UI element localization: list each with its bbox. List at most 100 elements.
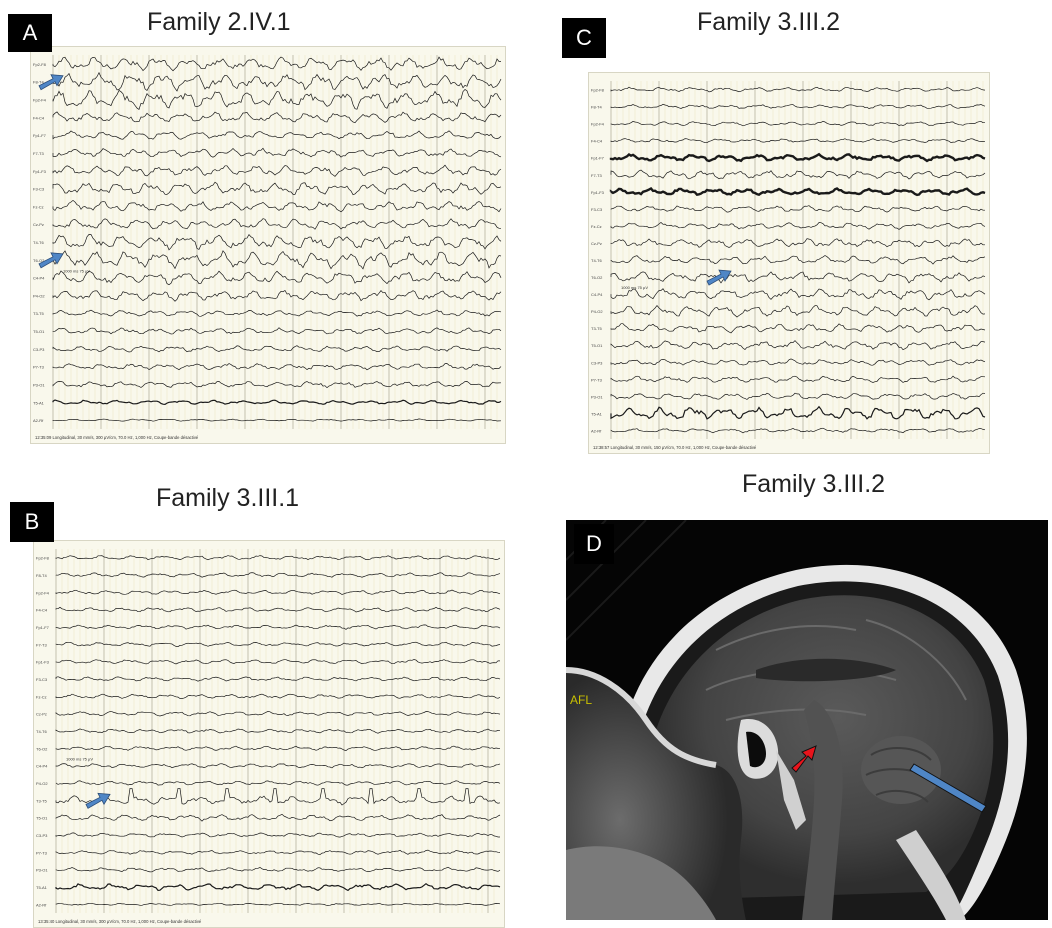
mri-sagittal-image: AFL xyxy=(566,520,1048,920)
eeg-trace xyxy=(55,780,501,786)
panel-d-badge: D xyxy=(574,524,614,564)
eeg-channel-label: T4-T6 xyxy=(33,240,44,245)
eeg-trace xyxy=(52,234,502,251)
eeg-trace xyxy=(610,340,986,351)
eeg-channel-label: T3-T5 xyxy=(33,311,44,316)
eeg-trace xyxy=(52,199,502,213)
eeg-channel-label: C4-P4 xyxy=(36,764,48,769)
eeg-channel-label: F7-T3 xyxy=(33,151,44,156)
panel-b-badge: B xyxy=(10,502,54,542)
eeg-channel-label: Fz-Cz xyxy=(591,224,602,229)
eeg-trace xyxy=(55,693,501,699)
eeg-trace xyxy=(55,606,501,613)
eeg-trace xyxy=(610,392,986,400)
mri-panel-d: AFL xyxy=(566,520,1048,920)
eeg-channel-label: T4-T6 xyxy=(591,258,602,263)
eeg-channel-label: C3-P3 xyxy=(36,833,48,838)
eeg-channel-label: Cz-Pz xyxy=(33,222,44,227)
blue-arrow-icon xyxy=(38,74,64,91)
eeg-trace xyxy=(55,555,501,561)
panel-b-letter: B xyxy=(24,509,40,534)
eeg-trace xyxy=(610,288,986,301)
eeg-channel-label: T5-O1 xyxy=(33,329,45,334)
eeg-channel-label: Fp1-F3 xyxy=(591,190,605,195)
eeg-channel-label: P4-O2 xyxy=(36,781,48,786)
eeg-channel-label: A2-Rf xyxy=(33,418,44,423)
panel-b-title: Family 3.III.1 xyxy=(156,484,300,512)
eeg-channel-label: T5-A1 xyxy=(591,411,603,416)
eeg-trace xyxy=(55,659,501,665)
eeg-channel-label: A2-Rf xyxy=(591,428,602,433)
eeg-trace xyxy=(55,589,501,595)
eeg-trace xyxy=(55,676,501,682)
blue-arrow-icon xyxy=(706,269,732,286)
blue-arrow-icon xyxy=(85,792,111,809)
eeg-trace xyxy=(52,147,502,158)
eeg-trace xyxy=(52,418,502,422)
eeg-channel-label: P7-T3 xyxy=(33,365,45,370)
eeg-trace xyxy=(610,238,985,248)
eeg-trace xyxy=(55,849,501,855)
eeg-channel-label: Fp2-F4 xyxy=(36,590,50,595)
eeg-trace xyxy=(610,138,986,144)
eeg-trace xyxy=(610,103,986,109)
eeg-channel-label: Fp1-F3 xyxy=(33,169,47,174)
eeg-channel-label: F4-C4 xyxy=(36,608,48,613)
mri-overlay-label: AFL xyxy=(570,693,592,707)
eeg-trace xyxy=(610,271,986,284)
eeg-trace xyxy=(52,250,502,270)
eeg-trace xyxy=(610,375,986,383)
eeg-channel-label: Fz-Cz xyxy=(36,694,47,699)
eeg-trace xyxy=(610,304,986,318)
eeg-channel-label: F8-T4 xyxy=(33,80,44,85)
eeg-trace xyxy=(52,181,502,196)
eeg-trace xyxy=(609,152,986,163)
eeg-trace xyxy=(52,164,502,177)
red-arrow-icon xyxy=(791,745,817,773)
eeg-channel-label: Fz-Cz xyxy=(33,204,44,209)
eeg-footer-text: 12:35:09 Longitudinal, 30 mm/s, 300 µV/c… xyxy=(35,435,199,440)
eeg-channel-label: Fp2-F8 xyxy=(36,556,50,561)
eeg-trace xyxy=(610,323,986,334)
eeg-channel-label: F3-C3 xyxy=(591,207,603,212)
eeg-trace xyxy=(55,763,501,769)
eeg-channel-label: P4-O2 xyxy=(33,293,45,298)
eeg-channel-label: P4-O2 xyxy=(591,309,603,314)
eeg-channel-label: T3-T5 xyxy=(591,326,602,331)
eeg-trace xyxy=(55,572,501,578)
eeg-trace xyxy=(52,309,502,317)
eeg-trace xyxy=(52,290,502,302)
eeg-trace xyxy=(52,218,501,230)
eeg-trace xyxy=(609,186,986,197)
eeg-channel-label: P3-O1 xyxy=(591,394,603,399)
eeg-channel-label: Cz-Pz xyxy=(591,241,602,246)
eeg-channel-label: T6-O2 xyxy=(591,275,603,280)
eeg-trace xyxy=(55,711,501,717)
eeg-channel-label: F8-T4 xyxy=(591,105,602,110)
eeg-trace xyxy=(52,56,501,72)
eeg-channel-label: F7-T3 xyxy=(36,642,47,647)
eeg-trace xyxy=(55,641,501,647)
eeg-trace xyxy=(610,405,986,420)
eeg-channel-label: T6-O2 xyxy=(33,258,45,263)
eeg-trace xyxy=(610,358,986,366)
eeg-channel-label: F4-C4 xyxy=(33,115,45,120)
eeg-channel-label: C4-P4 xyxy=(33,276,45,281)
eeg-channel-label: Fp2-F4 xyxy=(591,122,605,127)
eeg-trace xyxy=(55,866,501,873)
eeg-trace-svg: Fp2-F8F8-T4Fp2-F4F4-C4Fp1-F7F7-T3Fp1-F3F… xyxy=(33,55,502,440)
eeg-channel-label: Fp1-F3 xyxy=(36,660,50,665)
eeg-trace xyxy=(610,120,986,127)
eeg-channel-label: T6-O2 xyxy=(36,746,48,751)
panel-a-title: Family 2.IV.1 xyxy=(147,8,291,36)
eeg-trace xyxy=(52,111,502,124)
eeg-channel-label: F3-C3 xyxy=(33,187,45,192)
eeg-trace xyxy=(52,381,502,389)
eeg-trace xyxy=(52,270,502,286)
eeg-channel-label: T3-T5 xyxy=(36,798,47,803)
eeg-trace xyxy=(55,728,501,734)
eeg-channel-label: Fp1-F7 xyxy=(33,133,47,138)
eeg-trace xyxy=(610,205,985,213)
